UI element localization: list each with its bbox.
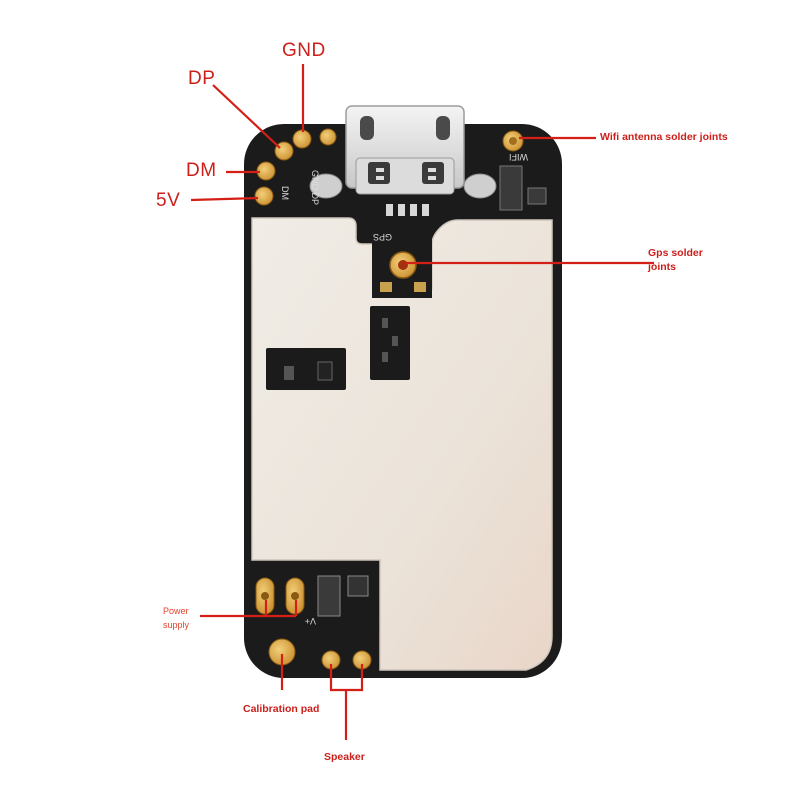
label-gps-line2: joints — [648, 261, 676, 273]
v5-leader — [190, 196, 259, 202]
smd-components — [284, 318, 398, 381]
silk-dm: DM — [280, 186, 290, 200]
label-5v: 5V — [156, 190, 181, 211]
wifi-components — [499, 165, 547, 211]
usb-side-lug-left — [309, 173, 343, 199]
silk-gps: GPS — [373, 232, 392, 242]
usb-tab-left — [368, 162, 390, 184]
label-gps-line1: Gps solder — [648, 247, 703, 259]
annotation-lines — [190, 64, 654, 740]
usb-mount-hole-right — [436, 116, 450, 140]
shield-cutout-left — [266, 348, 346, 390]
gnd-pad[interactable] — [292, 129, 312, 149]
silk-wifi: WIFI — [509, 152, 528, 162]
usb-solder-pads — [254, 128, 337, 206]
v5-pad[interactable] — [254, 186, 274, 206]
label-dm: DM — [186, 160, 217, 181]
label-speaker: Speaker — [324, 751, 365, 763]
silk-v-plus: V+ — [305, 616, 316, 626]
shield-cutout-center — [370, 306, 410, 380]
usb-tab-right — [422, 162, 444, 184]
label-gnd: GND — [282, 40, 326, 61]
label-wifi: Wifi antenna solder joints — [600, 131, 728, 143]
power-component — [317, 575, 341, 617]
usb-side-lug-right — [463, 173, 497, 199]
label-power-line2: supply — [163, 620, 190, 630]
label-power-line1: Power — [163, 606, 189, 616]
label-calibration: Calibration pad — [243, 703, 320, 715]
silk-gnd-dp: GND DP — [310, 170, 320, 205]
label-dp: DP — [188, 68, 216, 89]
dp-leader — [212, 84, 281, 149]
usb-signal-pads — [386, 204, 429, 216]
usb-mount-hole-left — [360, 116, 374, 140]
